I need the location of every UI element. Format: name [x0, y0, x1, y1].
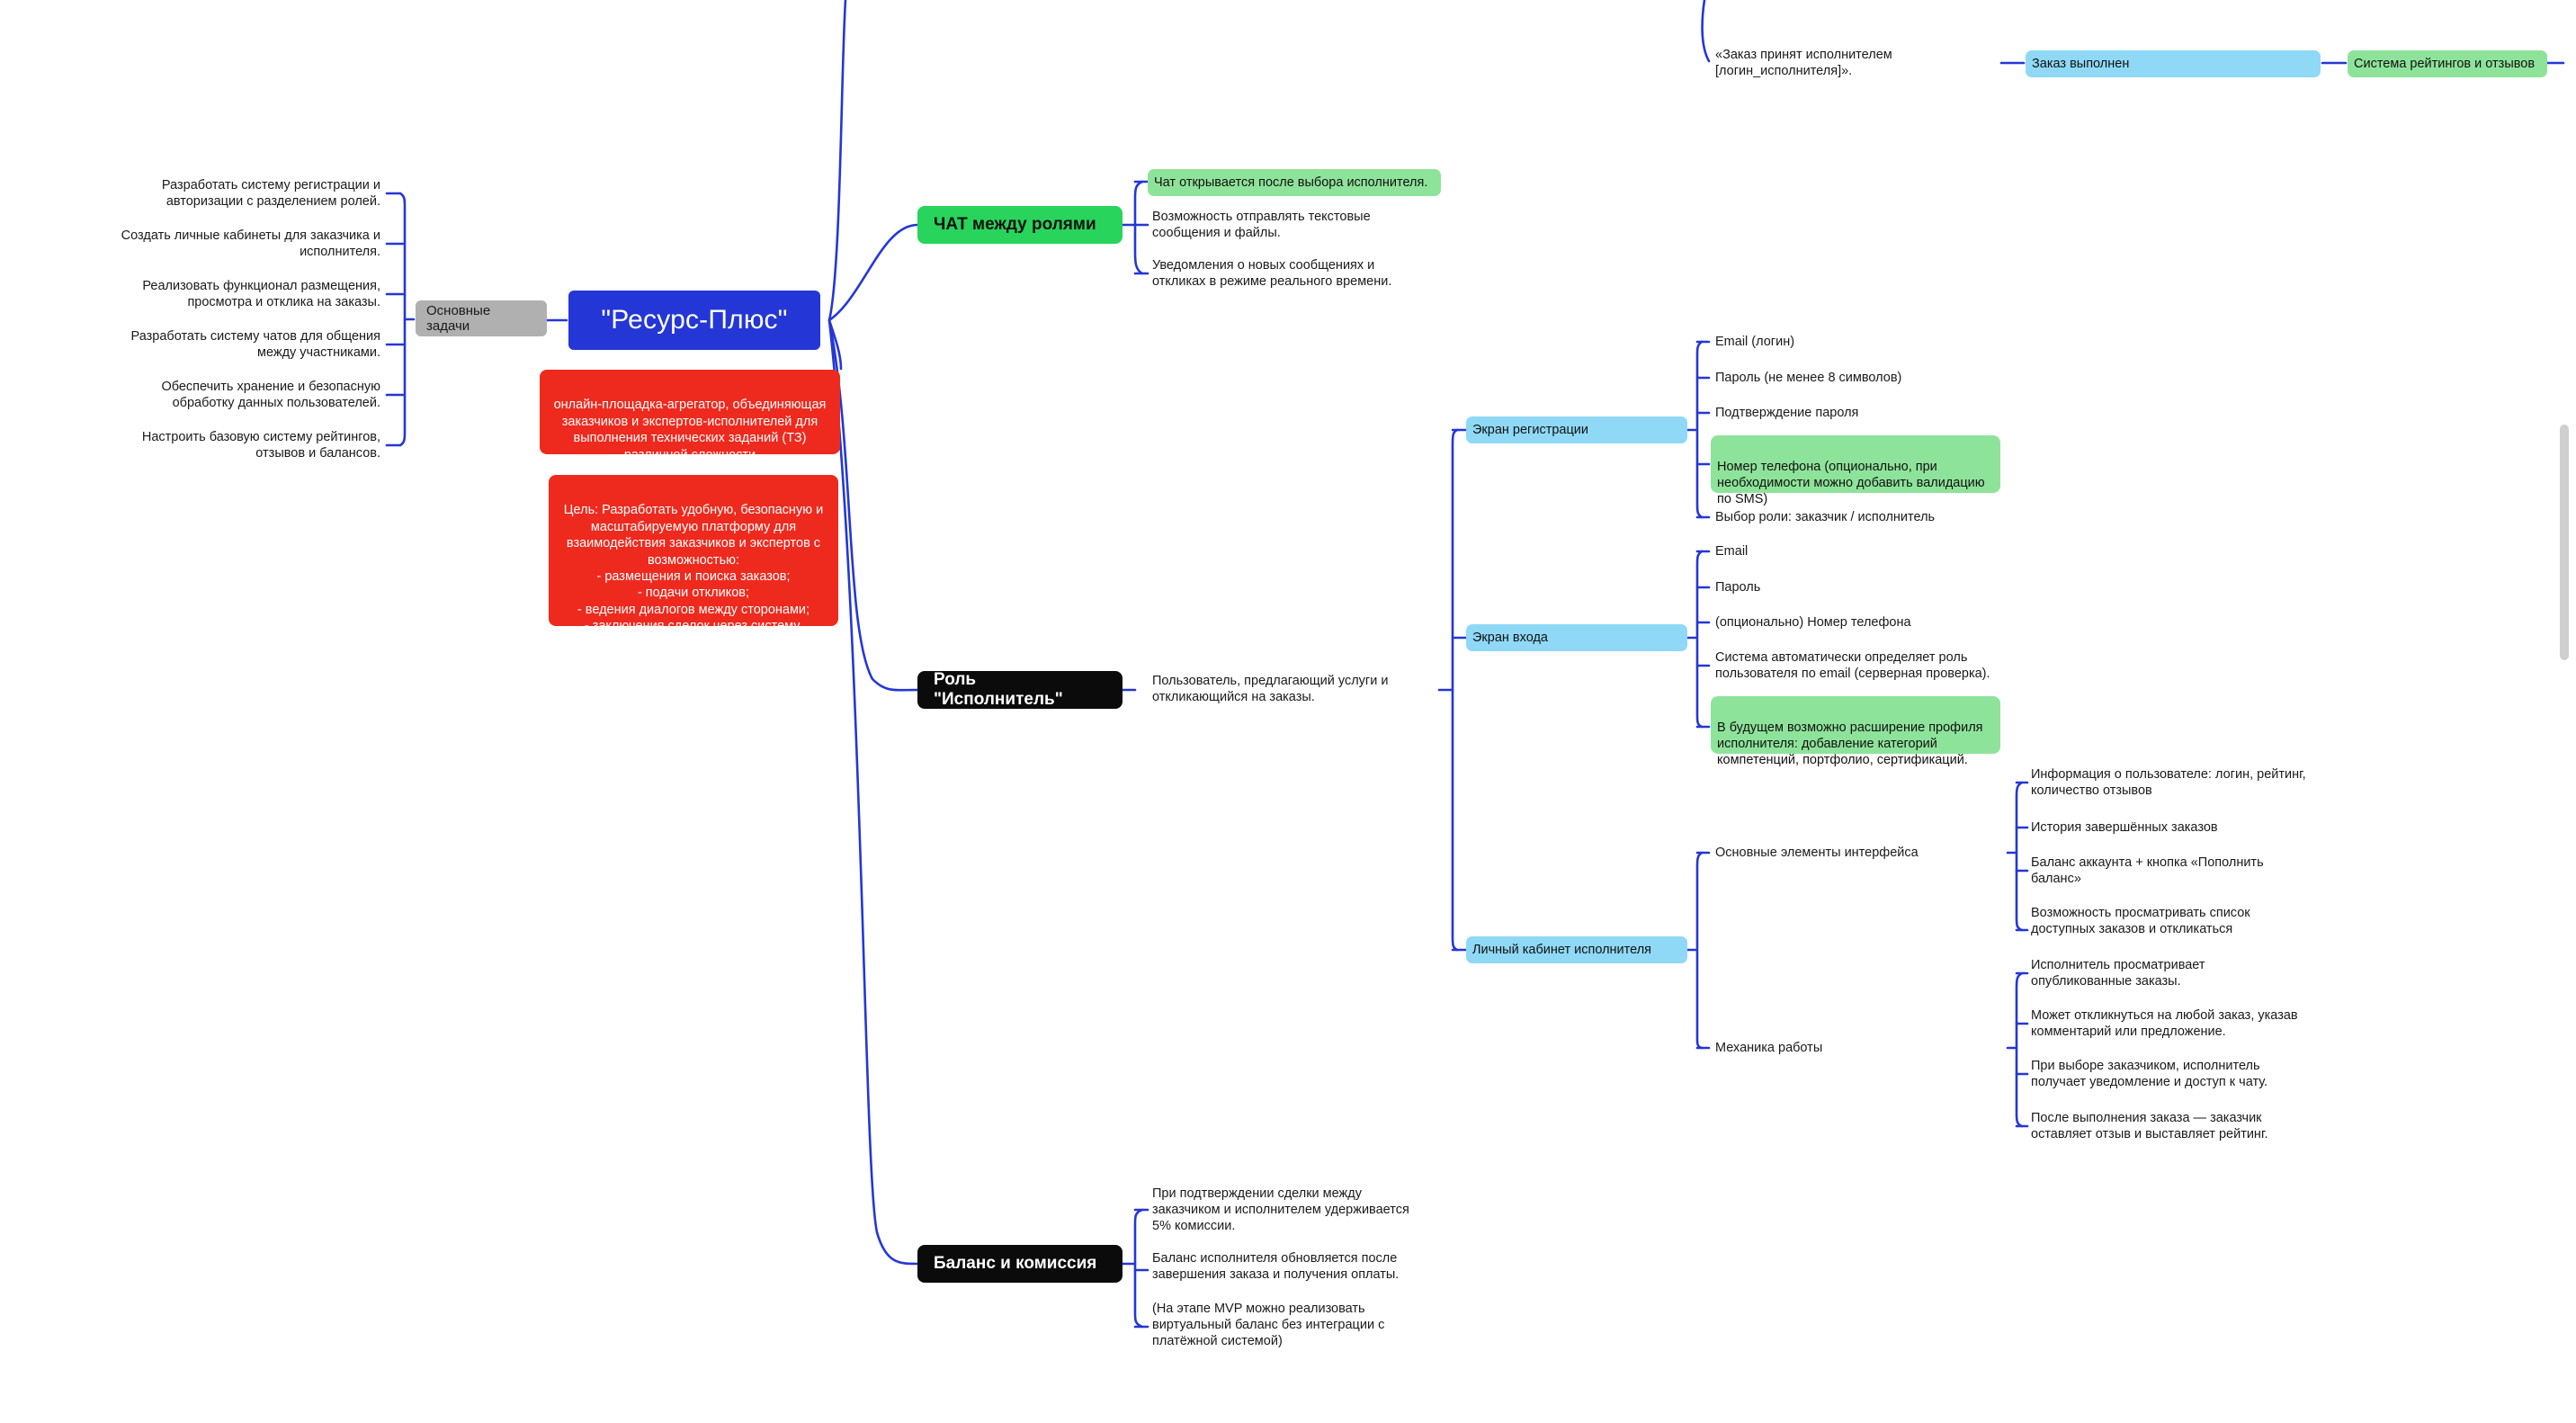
login-field: Email: [1715, 544, 1749, 559]
chat-item: Уведомления о новых сообщениях и отклика…: [1152, 258, 1392, 289]
goal-text: Цель: Разработать удобную, безопасную и …: [563, 503, 824, 634]
login-future-text: В будущем возможно расширение профиля ис…: [1717, 720, 1983, 767]
login-screen-label: Экран входа: [1472, 631, 1548, 645]
balance-item: (На этапе MVP можно реализовать виртуаль…: [1152, 1302, 1385, 1348]
interface-item: История завершённых заказов: [2031, 820, 2218, 835]
mechanics-item: Может откликнуться на любой заказ, указа…: [2031, 1008, 2298, 1039]
vertical-scrollbar[interactable]: [2560, 425, 2569, 660]
tasks-node[interactable]: Основные задачи: [416, 300, 547, 336]
executor-role-label: Роль "Исполнитель": [934, 670, 1063, 709]
executor-role-node[interactable]: Роль "Исполнитель": [917, 670, 1123, 709]
chat-item-text: Чат открывается после выбора исполнителя…: [1154, 175, 1428, 190]
login-field: Система автоматически определяет роль по…: [1715, 650, 1990, 681]
login-screen-node[interactable]: Экран входа: [1466, 624, 1687, 651]
ratings-system-label: Система рейтингов и отзывов: [2354, 57, 2536, 71]
chat-label: ЧАТ между ролями: [934, 215, 1096, 234]
balance-item: При подтверждении сделки между заказчико…: [1152, 1186, 1409, 1233]
login-field: (опционально) Номер телефона: [1715, 615, 1911, 630]
interface-item: Баланс аккаунта + кнопка «Пополнить бала…: [2031, 855, 2264, 886]
registration-field: Подтверждение пароля: [1715, 406, 1859, 420]
goal-box[interactable]: Цель: Разработать удобную, безопасную и …: [549, 475, 838, 633]
tasks-label: Основные задачи: [426, 303, 491, 334]
balance-node[interactable]: Баланс и комиссия: [917, 1245, 1123, 1283]
description-text: онлайн-площадка-агрегатор, объединяющая …: [553, 398, 827, 462]
registration-phone-text: Номер телефона (опционально, при необход…: [1717, 460, 1985, 506]
registration-field: Email (логин): [1715, 335, 1795, 349]
login-future-note[interactable]: В будущем возможно расширение профиля ис…: [1711, 696, 2000, 767]
login-field: Пароль: [1715, 580, 1761, 595]
description-box[interactable]: онлайн-площадка-агрегатор, объединяющая …: [540, 370, 840, 462]
root-title: "Ресурс-Плюс": [601, 305, 788, 335]
order-done-label: Заказ выполнен: [2032, 57, 2130, 71]
mechanics-node: Механика работы: [1715, 1041, 1823, 1055]
registration-screen-node[interactable]: Экран регистрации: [1466, 416, 1687, 443]
registration-field: Пароль (не менее 8 символов): [1715, 371, 1902, 385]
ratings-system-node[interactable]: Система рейтингов и отзывов: [2348, 50, 2547, 77]
balance-item: Баланс исполнителя обновляется после зав…: [1152, 1251, 1400, 1282]
task-item: Настроить базовую систему рейтингов, отз…: [141, 430, 380, 461]
order-accepted-text: «Заказ принят исполнителем [логин_исполн…: [1715, 48, 1892, 78]
task-item: Создать личные кабинеты для заказчика и …: [121, 228, 380, 259]
chat-item-highlight[interactable]: Чат открывается после выбора исполнителя…: [1148, 169, 1441, 196]
mechanics-item: Исполнитель просматривает опубликованные…: [2031, 958, 2205, 989]
root-node[interactable]: "Ресурс-Плюс": [568, 291, 820, 350]
task-item: Реализовать функционал размещения, просм…: [142, 279, 380, 309]
mechanics-item: После выполнения заказа — заказчик остав…: [2031, 1111, 2268, 1141]
task-item: Разработать систему регистрации и автори…: [161, 178, 380, 209]
chat-item: Возможность отправлять текстовые сообщен…: [1152, 210, 1371, 240]
chat-node[interactable]: ЧАТ между ролями: [917, 206, 1123, 244]
task-item: Разработать систему чатов для общения ме…: [130, 329, 380, 360]
mechanics-item: При выборе заказчиком, исполнитель получ…: [2031, 1059, 2268, 1089]
interface-item: Возможность просматривать список доступн…: [2031, 906, 2250, 936]
executor-cabinet-label: Личный кабинет исполнителя: [1472, 943, 1652, 957]
order-done-node[interactable]: Заказ выполнен: [2026, 50, 2321, 77]
interface-elements-node: Основные элементы интерфейса: [1715, 846, 1919, 860]
registration-phone-note[interactable]: Номер телефона (опционально, при необход…: [1711, 435, 2000, 506]
executor-cabinet-node[interactable]: Личный кабинет исполнителя: [1466, 936, 1687, 963]
executor-description: Пользователь, предлагающий услуги и откл…: [1152, 674, 1389, 704]
registration-screen-label: Экран регистрации: [1472, 423, 1588, 437]
task-item: Обеспечить хранение и безопасную обработ…: [161, 380, 380, 410]
registration-field: Выбор роли: заказчик / исполнитель: [1715, 510, 1936, 524]
interface-item: Информация о пользователе: логин, рейтин…: [2031, 767, 2306, 798]
balance-label: Баланс и комиссия: [934, 1254, 1097, 1273]
